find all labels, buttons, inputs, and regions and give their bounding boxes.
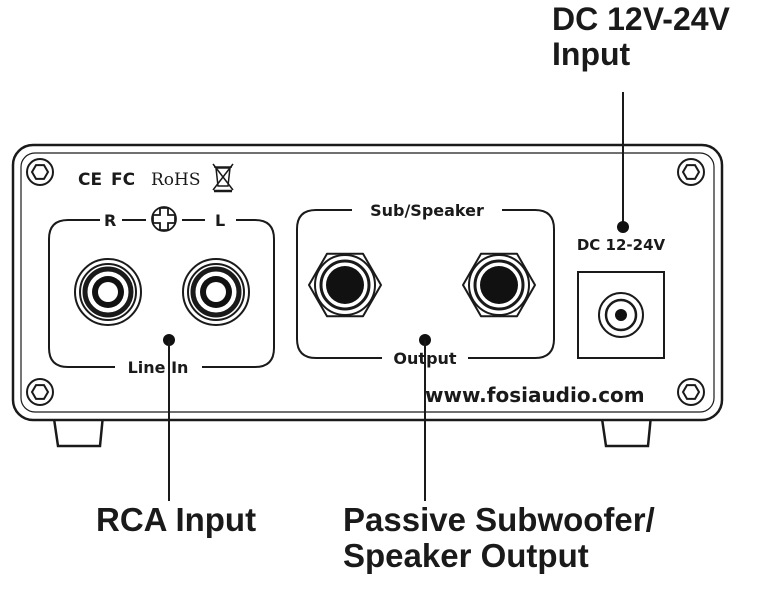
screw-icon (677, 378, 705, 406)
screw-icon (677, 158, 705, 186)
label-r: R (104, 211, 116, 230)
chassis-inner-outline (20, 152, 715, 413)
leader-speaker (419, 334, 431, 501)
line-in-frame (48, 219, 275, 368)
callout-dc-line2: Input (552, 35, 631, 72)
screw-icon (26, 378, 54, 406)
label-sub-speaker: Sub/Speaker (370, 201, 484, 220)
cert-fc-mark: FC (111, 170, 135, 190)
cert-ce-mark: CE (78, 170, 102, 190)
plus-circle-icon (151, 206, 177, 232)
leader-rca (163, 334, 175, 501)
callout-speaker-line1: Passive Subwoofer/ (343, 501, 655, 538)
label-dc: DC 12-24V (577, 236, 666, 254)
rca-jack-icon (183, 259, 249, 325)
callout-dc-line1: DC 12V-24V (552, 1, 730, 37)
callout-speaker-output: Passive Subwoofer/ Speaker Output (343, 502, 655, 573)
callout-rca-text: RCA Input (96, 501, 257, 538)
leader-dc (617, 92, 629, 233)
dc-jack-icon (577, 271, 665, 359)
website-text: www.fosiaudio.com (425, 383, 645, 407)
cert-rohs-mark: RoHS (151, 170, 201, 190)
callout-dc-input: DC 12V-24V Input (552, 2, 730, 71)
rca-jack-icon (75, 259, 141, 325)
weee-bin-icon (212, 163, 234, 193)
screw-icon (26, 158, 54, 186)
label-l: L (215, 211, 225, 230)
callout-speaker-line2: Speaker Output (343, 536, 589, 574)
callout-rca-input: RCA Input (96, 502, 256, 538)
speaker-output-frame (296, 209, 555, 359)
label-line-in: Line In (128, 358, 189, 377)
